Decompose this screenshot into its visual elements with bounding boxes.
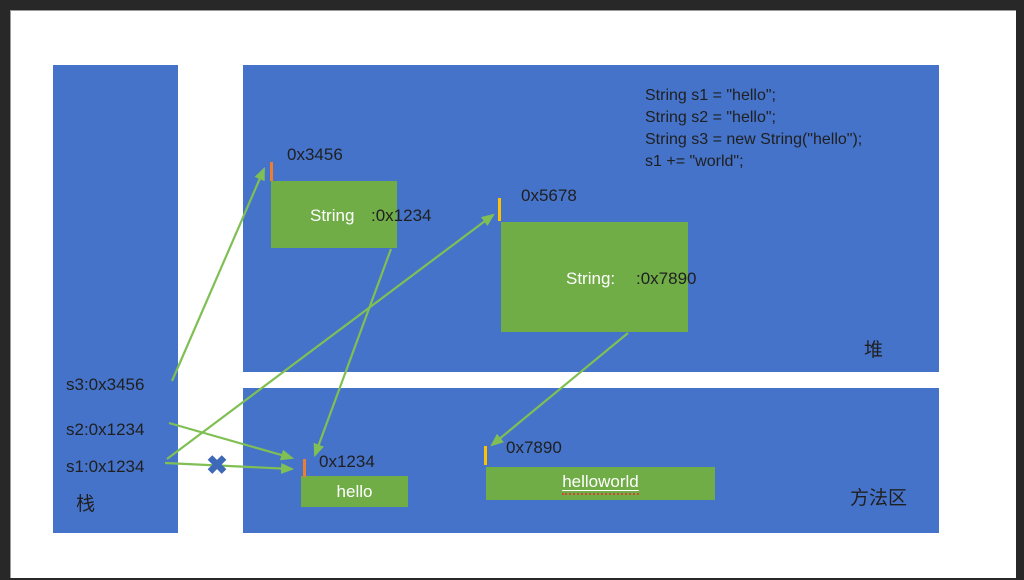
- code-line: String s3 = new String("hello");: [645, 131, 863, 148]
- cursor-tick-0x1234: [303, 459, 306, 477]
- code-line: String s2 = "hello";: [645, 109, 776, 126]
- frame-right-bar: [1016, 0, 1024, 580]
- stack-region-label: 栈: [76, 494, 96, 515]
- method-area-region-label: 方法区: [850, 488, 908, 509]
- cursor-tick-0x3456: [270, 162, 273, 181]
- heap-object-ref: :0x1234: [371, 206, 432, 225]
- code-line: s1 += "world";: [645, 153, 744, 170]
- frame-left-bar: [0, 0, 10, 580]
- stack-var-s3: s3:0x3456: [66, 375, 145, 394]
- heap-address-0x3456: 0x3456: [287, 145, 343, 164]
- heap-object-ref: :0x7890: [636, 269, 697, 288]
- heap-object-type: String: [310, 206, 355, 225]
- stack-var-s1: s1:0x1234: [66, 457, 145, 476]
- constant-address-0x7890: 0x7890: [506, 438, 562, 457]
- constant-address-0x1234: 0x1234: [319, 452, 375, 471]
- heap-address-0x5678: 0x5678: [521, 186, 577, 205]
- code-snippet: String s1 = "hello"; String s2 = "hello"…: [645, 85, 862, 173]
- code-line: String s1 = "hello";: [645, 87, 776, 104]
- cursor-tick-0x5678: [498, 198, 501, 221]
- heap-object-type: String:: [566, 269, 616, 288]
- frame-top-bar: [0, 0, 1024, 10]
- constant-box-helloworld: helloworld: [486, 467, 715, 500]
- content-left-edge: [10, 10, 11, 578]
- stack-panel: [53, 65, 178, 533]
- stack-var-s2: s2:0x1234: [66, 420, 145, 439]
- frame-bottom-bar: [0, 578, 1024, 580]
- content-top-edge: [10, 10, 1016, 11]
- heap-region-label: 堆: [864, 340, 884, 361]
- heap-object-box-0x5678: [501, 222, 688, 332]
- constant-value: hello: [336, 481, 373, 501]
- cursor-tick-0x7890: [484, 446, 487, 465]
- constant-value: helloworld: [562, 472, 639, 495]
- invalid-pointer-cross-icon: ✖: [206, 450, 228, 480]
- constant-box-hello: hello: [301, 476, 408, 507]
